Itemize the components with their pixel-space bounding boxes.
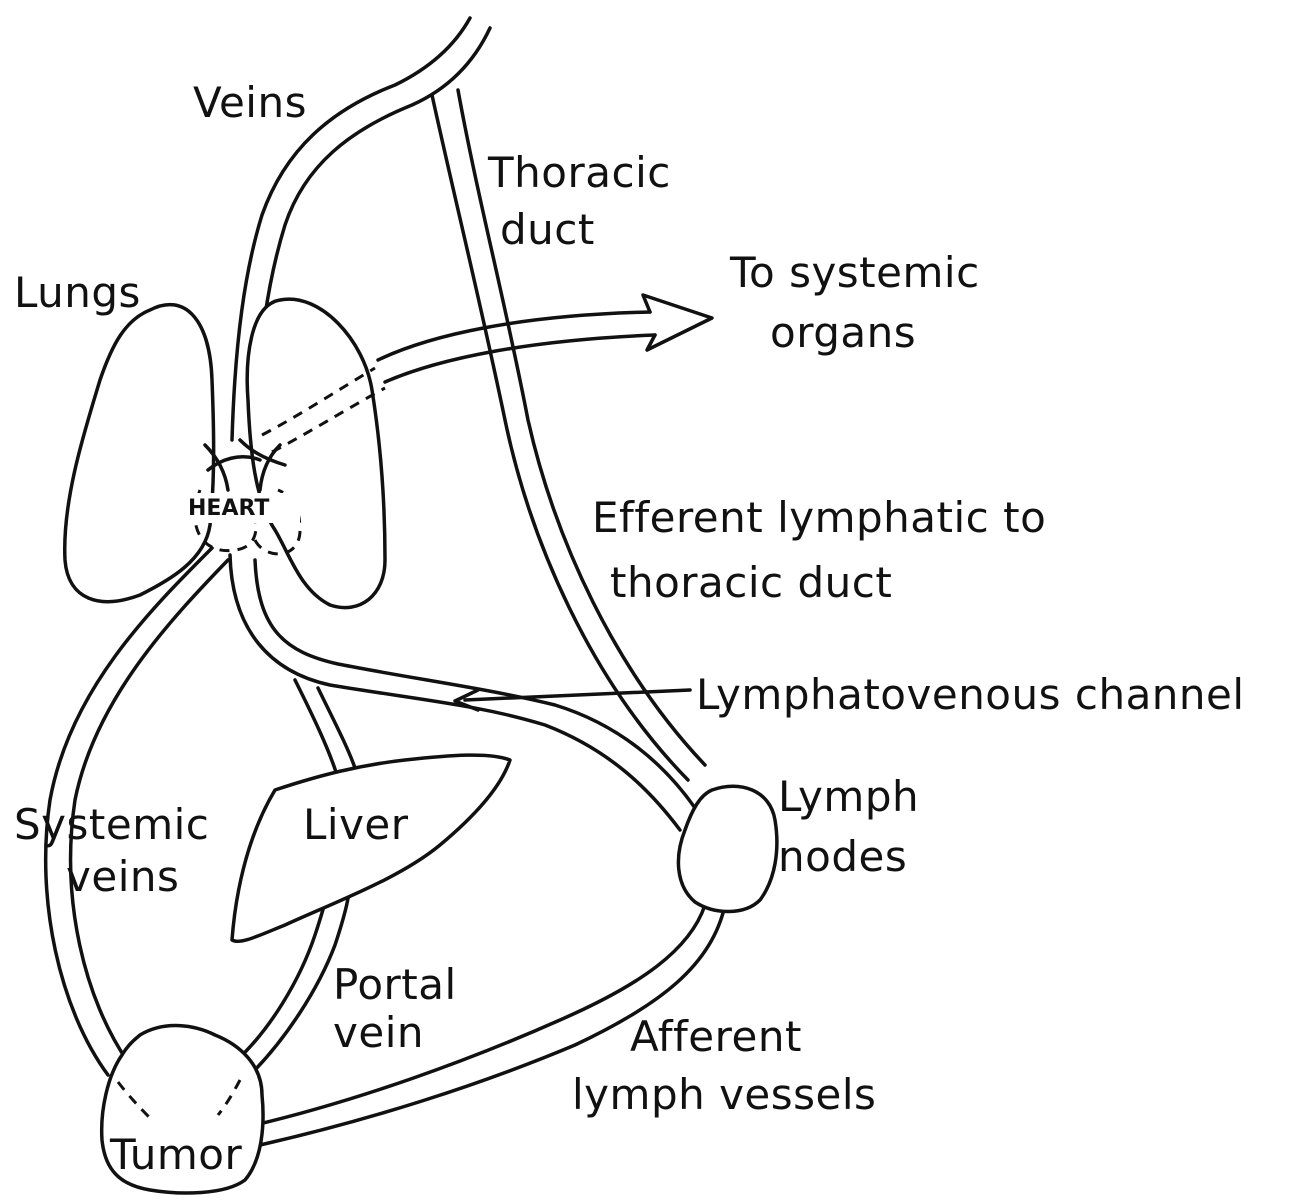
label-thoracic-duct-line2: duct	[500, 205, 595, 255]
systemic-arrow	[378, 295, 712, 382]
label-heart: HEART	[188, 496, 269, 522]
label-afferent-lymph-vessels-line2: lymph vessels	[572, 1070, 876, 1120]
label-to-systemic-organs-line2: organs	[770, 308, 916, 358]
left-lung	[65, 305, 214, 602]
label-systemic-veins-line1: Systemic	[14, 800, 209, 850]
label-liver: Liver	[303, 800, 409, 850]
label-lymph-nodes-line1: Lymph	[778, 772, 919, 822]
label-to-systemic-organs-line1: To systemic	[730, 248, 980, 298]
label-tumor: Tumor	[110, 1130, 242, 1180]
label-portal-vein-line1: Portal	[333, 960, 457, 1010]
label-lymph-nodes-line2: nodes	[778, 832, 907, 882]
channel-to-liver-vessel	[295, 680, 355, 772]
label-portal-vein-line2: vein	[333, 1008, 424, 1058]
label-veins: Veins	[193, 78, 307, 128]
label-lymphatovenous-channel: Lymphatovenous channel	[696, 670, 1245, 720]
right-lung	[247, 299, 385, 607]
label-systemic-veins-line2: veins	[66, 852, 179, 902]
label-afferent-lymph-vessels-line1: Afferent	[630, 1012, 802, 1062]
label-efferent-lymphatic-line2: thoracic duct	[610, 558, 892, 608]
label-thoracic-duct-line1: Thoracic	[488, 148, 671, 198]
label-efferent-lymphatic-line1: Efferent lymphatic to	[592, 493, 1046, 543]
label-lungs: Lungs	[14, 268, 141, 318]
